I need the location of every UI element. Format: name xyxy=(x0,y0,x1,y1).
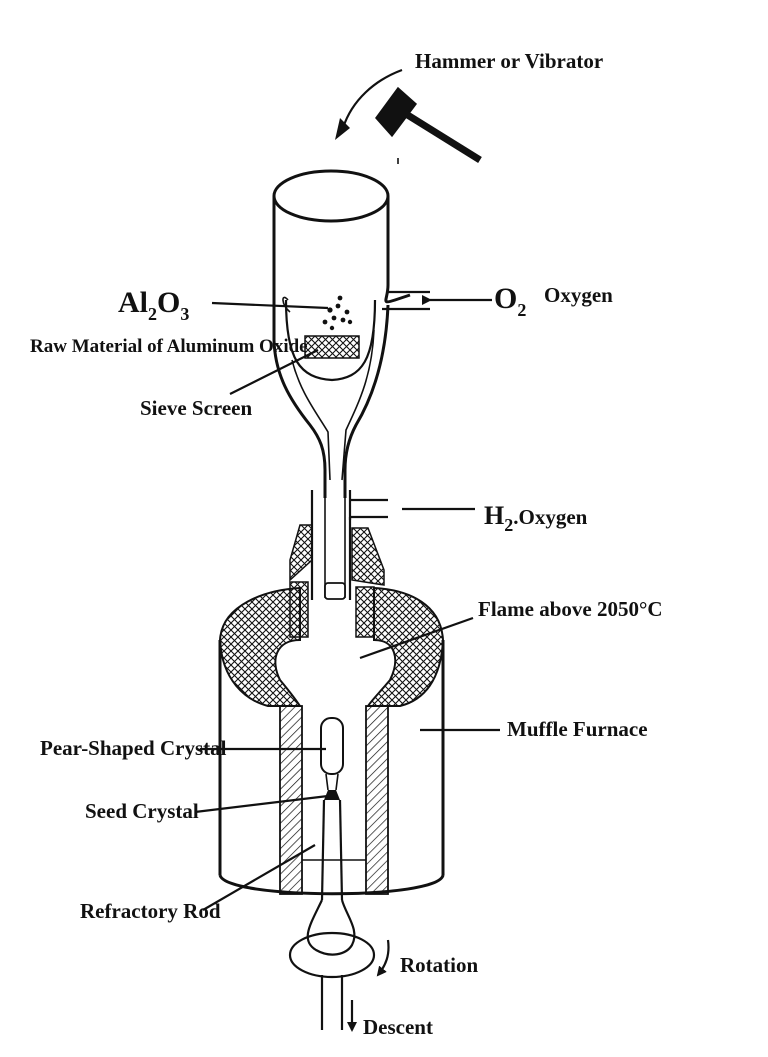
label-sieve: Sieve Screen xyxy=(140,396,252,420)
label-rod: Refractory Rod xyxy=(80,899,221,923)
label-muffle: Muffle Furnace xyxy=(507,717,648,741)
label-pear: Pear-Shaped Crystal xyxy=(40,736,227,760)
burner-sleeve-right xyxy=(351,527,385,586)
crystal-neck xyxy=(325,773,339,791)
vibration-curved-arrow xyxy=(341,68,403,129)
refractory-rod xyxy=(288,799,376,1030)
label-o2: O2 xyxy=(494,282,526,320)
burner-wall-right xyxy=(355,586,375,638)
label-rotation: Rotation xyxy=(400,953,478,977)
label-al2o3: Al2O3 xyxy=(118,286,189,324)
hammer-icon xyxy=(375,86,482,163)
label-h2-oxygen: H2.Oxygen xyxy=(484,501,588,535)
label-flame: Flame above 2050°C xyxy=(478,597,663,621)
sieve-screen xyxy=(304,335,360,359)
pear-shaped-crystal xyxy=(320,717,344,775)
burner-sleeve-left xyxy=(289,524,313,582)
rotation-arrow xyxy=(376,939,390,977)
label-seed: Seed Crystal xyxy=(85,799,199,823)
hopper xyxy=(272,169,430,498)
label-hammer: Hammer or Vibrator xyxy=(415,49,603,73)
leader-lines xyxy=(194,295,500,911)
label-raw-material: Raw Material of Aluminum Oxide xyxy=(30,336,308,357)
label-oxygen-top: Oxygen xyxy=(544,283,613,307)
label-descent: Descent xyxy=(363,1015,433,1039)
muffle-furnace xyxy=(218,586,445,896)
seed-crystal xyxy=(324,790,340,800)
alumina-powder xyxy=(322,295,353,331)
vibration-arrowhead xyxy=(335,118,350,140)
